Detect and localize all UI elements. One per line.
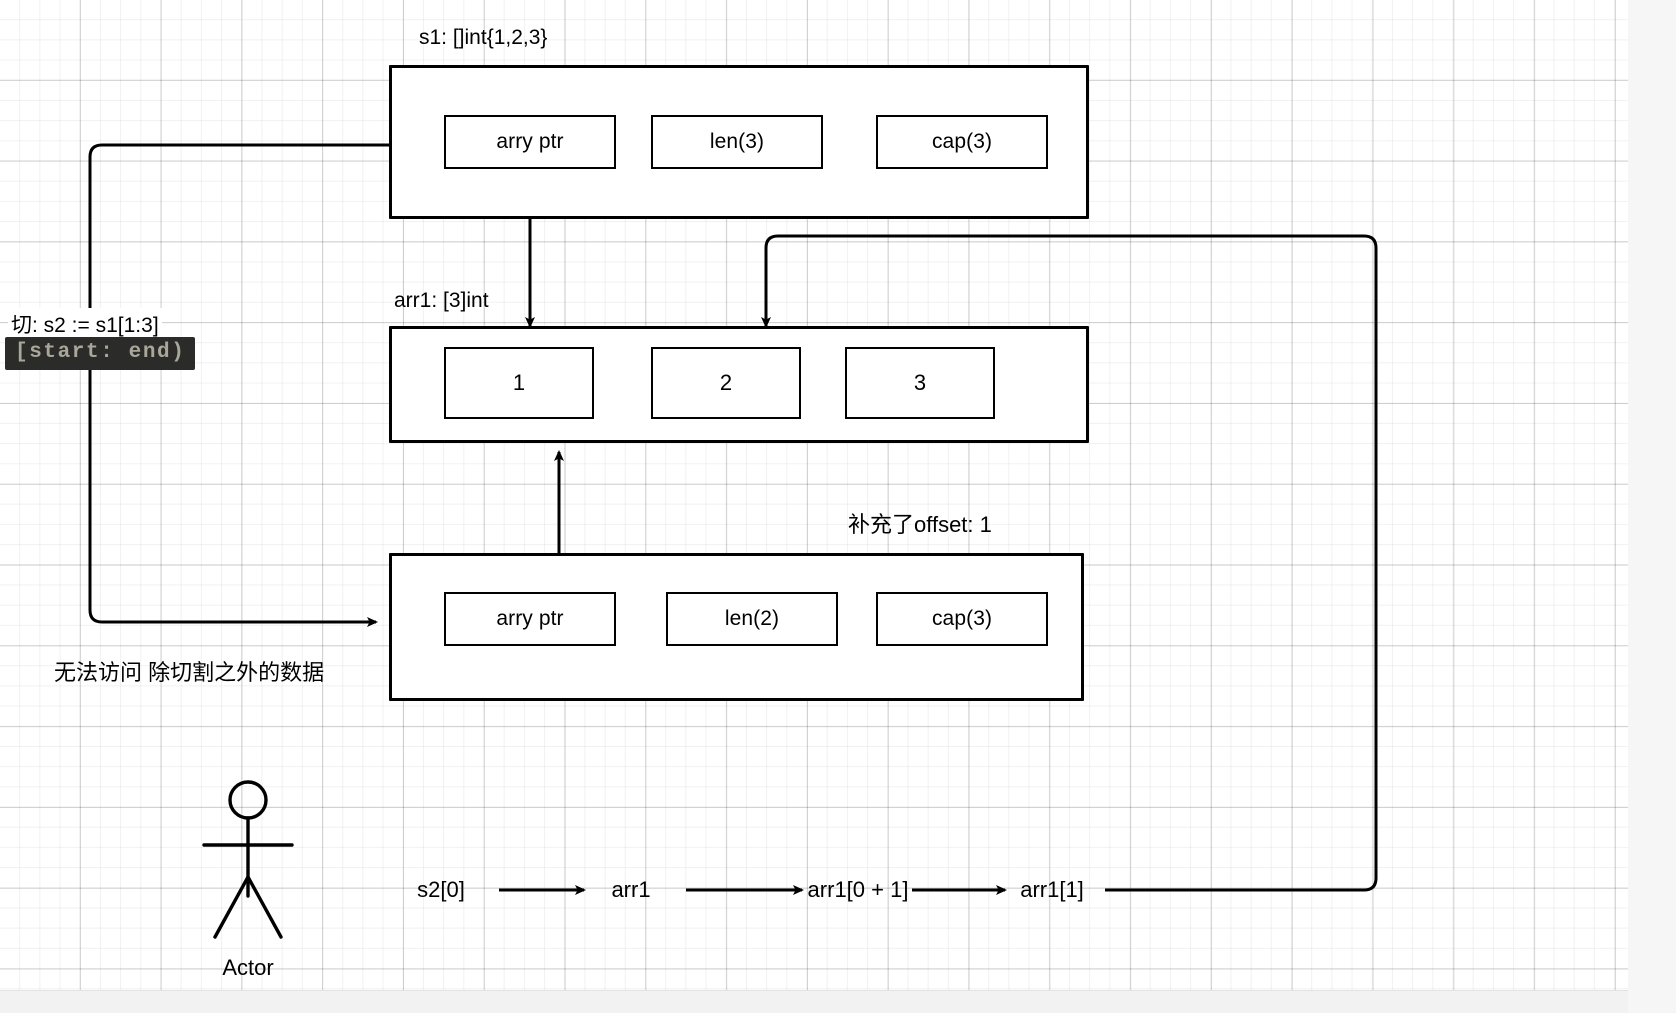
array1-cell-1[interactable]: 2: [651, 347, 801, 419]
slice2-field-len[interactable]: len(2): [666, 592, 838, 646]
slice1-field-len[interactable]: len(3): [651, 115, 823, 169]
actor-leg-right: [246, 875, 283, 939]
flow-step-1: arr1: [611, 877, 651, 902]
slice-expression-note: 切: s2 := s1[1:3]: [8, 308, 162, 340]
actor-label: Actor: [222, 955, 274, 980]
slice2-field-cap[interactable]: cap(3): [876, 592, 1048, 646]
wire-arr1idx1-to-cell2: [761, 234, 1378, 892]
wire-s1-to-s2-left: [88, 143, 389, 627]
page-margin-bottom: [0, 990, 1628, 1013]
slice1-field-cap[interactable]: cap(3): [876, 115, 1048, 169]
array1-title: arr1: [3]int: [394, 289, 489, 312]
flow-step-3: arr1[1]: [1020, 877, 1084, 902]
actor-figure: [202, 780, 294, 939]
range-notation-chip: [start: end): [5, 337, 196, 370]
slice1-field-arry-ptr[interactable]: arry ptr: [444, 115, 616, 169]
flow-step-0: s2[0]: [417, 877, 465, 902]
slice2-field-arry-ptr[interactable]: arry ptr: [444, 592, 616, 646]
diagram-canvas[interactable]: s1: []int{1,2,3} arry ptr len(3) cap(3) …: [0, 0, 1628, 990]
no-access-note: 无法访问 除切割之外的数据: [54, 660, 325, 685]
offset-note: 补充了offset: 1: [848, 512, 992, 537]
page-margin-right: [1628, 0, 1676, 1012]
connector-layer: [88, 143, 1378, 939]
array1-cell-2[interactable]: 3: [845, 347, 995, 419]
actor-leg-left: [213, 875, 250, 939]
slice1-title: s1: []int{1,2,3}: [419, 26, 548, 49]
actor-head: [228, 780, 268, 820]
array1-cell-0[interactable]: 1: [444, 347, 594, 419]
flow-step-2: arr1[0 + 1]: [807, 877, 909, 902]
